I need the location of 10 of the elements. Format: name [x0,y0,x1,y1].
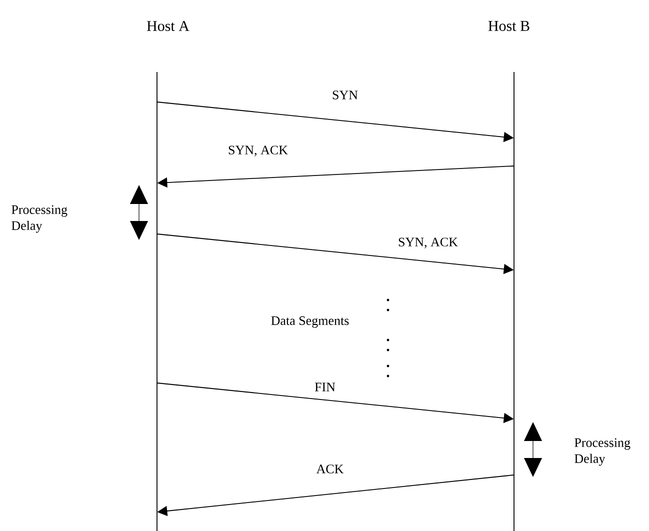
delay-label: Processing Delay [12,205,68,233]
delay-label: Processing Delay [574,438,630,466]
text-label: Data Segments [271,316,349,328]
lifeline: Host B [488,21,530,531]
edge-label: ACK [316,464,344,474]
edge-label: SYN, ACK [228,146,288,156]
lifeline: Host A [146,20,190,531]
edge-label: FIN [314,382,336,392]
edge-label: SYN [332,90,358,100]
edge-label: SYN, ACK [398,238,458,248]
